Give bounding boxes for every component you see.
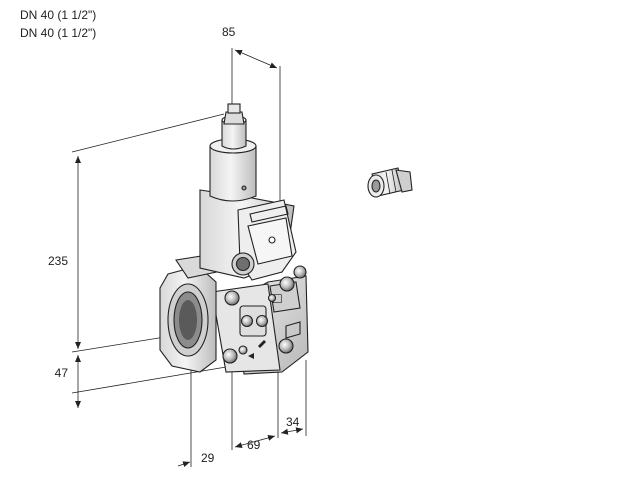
nominal-size-label-2: DN 40 (1 1/2") [20, 26, 97, 40]
dimension-29: 29 [177, 366, 215, 468]
dimension-235-label: 235 [48, 254, 68, 268]
dimension-85: 85 [222, 25, 281, 215]
dimension-85-label: 85 [222, 25, 236, 39]
dimension-47: 47 [55, 355, 233, 408]
dimension-69-label: 69 [247, 438, 261, 452]
valve-illustration: ☐ [159, 103, 309, 375]
nominal-size-label-1: DN 40 (1 1/2") [20, 8, 97, 22]
dimension-47-label: 47 [55, 366, 69, 380]
dimension-34: 34 [280, 360, 307, 436]
dimension-34-label: 34 [286, 415, 300, 429]
svg-text:☐: ☐ [272, 292, 283, 306]
dimension-29-label: 29 [201, 451, 215, 465]
dimension-69: 69 [231, 368, 279, 452]
cable-gland [367, 167, 413, 198]
